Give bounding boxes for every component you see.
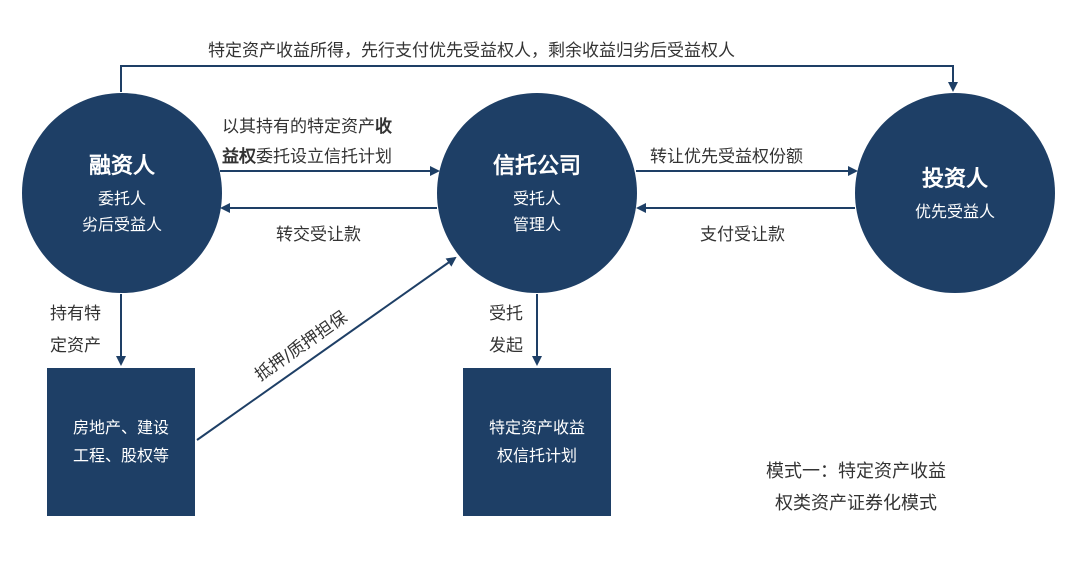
- assets-box-line-2: 工程、股权等: [72, 446, 169, 465]
- financier-role-2: 劣后受益人: [81, 215, 162, 234]
- transfer-share-label: 转让优先受益权份额: [650, 147, 803, 167]
- trust-company-node: 信托公司 受托人 管理人: [437, 93, 637, 293]
- investor-node: 投资人 优先受益人: [855, 93, 1055, 293]
- entrust-label-bold2: 益权: [222, 147, 256, 167]
- model-caption: 模式一：特定资产收益 权类资产证券化模式: [766, 456, 946, 520]
- trust-company-title: 信托公司: [492, 154, 581, 179]
- financier-title: 融资人: [88, 154, 155, 179]
- trust-role-2: 管理人: [512, 215, 561, 234]
- top-flow-arrow: [120, 65, 958, 92]
- top-flow-label: 特定资产收益所得，先行支付优先受益权人，剩余收益归劣后受益权人: [208, 41, 735, 61]
- trust-role-1: 受托人: [512, 189, 561, 208]
- financier-node: 融资人 委托人 劣后受益人: [22, 93, 222, 293]
- pledge-arrow: [196, 256, 457, 441]
- initiate-label: 受托 发起: [489, 298, 523, 362]
- initiate-label-1: 受托: [489, 304, 523, 324]
- transfer-payment-label: 转交受让款: [276, 225, 361, 245]
- assets-box: 房地产、建设 工程、股权等: [47, 368, 195, 516]
- model-caption-line-1: 模式一：特定资产收益: [766, 461, 946, 482]
- investor-role-1: 优先受益人: [914, 202, 995, 221]
- assets-box-line-1: 房地产、建设: [72, 418, 169, 437]
- entrust-label-part2: 委托设立信托计划: [256, 147, 392, 167]
- entrust-label-part1: 以其持有的特定资产: [222, 117, 375, 137]
- financier-role-1: 委托人: [97, 189, 146, 208]
- entrust-label: 以其持有的特定资产收 益权委托设立信托计划: [222, 112, 392, 172]
- trust-plan-box: 特定资产收益 权信托计划: [463, 368, 611, 516]
- entrust-label-bold1: 收: [375, 117, 392, 137]
- investor-title: 投资人: [921, 167, 988, 192]
- initiate-label-2: 发起: [489, 336, 523, 356]
- hold-assets-label-1: 持有特: [50, 304, 101, 324]
- model-caption-line-2: 权类资产证券化模式: [775, 493, 937, 514]
- hold-assets-label: 持有特 定资产: [50, 298, 101, 362]
- hold-assets-label-2: 定资产: [50, 336, 101, 356]
- pay-price-label: 支付受让款: [700, 225, 785, 245]
- trust-plan-line-2: 权信托计划: [496, 446, 577, 465]
- trust-plan-line-1: 特定资产收益: [488, 418, 585, 437]
